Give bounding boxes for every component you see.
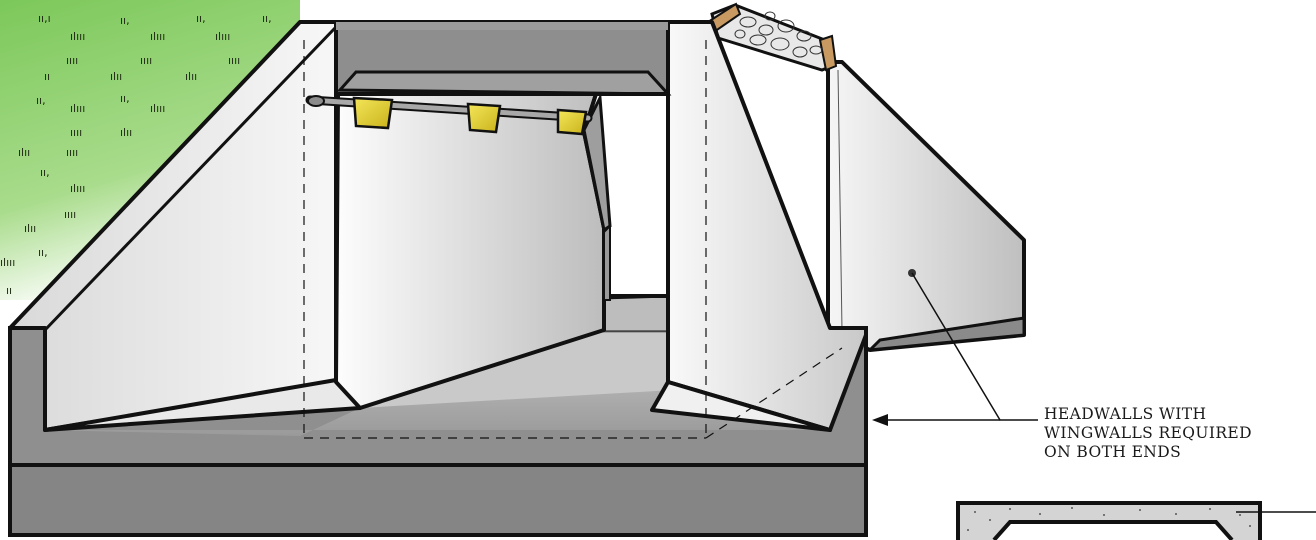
svg-text:ılıı: ılıı bbox=[120, 126, 132, 139]
svg-text:ıı,: ıı, bbox=[36, 94, 46, 107]
svg-text:ılıı: ılıı bbox=[185, 70, 197, 83]
svg-text:ılııı: ılııı bbox=[215, 30, 230, 43]
svg-text:ılııı: ılııı bbox=[70, 102, 85, 115]
svg-text:ılııı: ılııı bbox=[0, 256, 15, 269]
svg-text:ılııı: ılııı bbox=[150, 102, 165, 115]
svg-text:ılıı: ılıı bbox=[18, 146, 30, 159]
svg-text:ıı: ıı bbox=[6, 284, 12, 297]
svg-text:ılıı: ılıı bbox=[110, 70, 122, 83]
headwall-arrow bbox=[872, 414, 1000, 426]
left-wingwall bbox=[8, 20, 362, 432]
svg-text:ıııı: ıııı bbox=[66, 146, 78, 159]
rod-and-brackets bbox=[305, 95, 593, 136]
callout-line-3: ON BOTH ENDS bbox=[1044, 443, 1182, 461]
svg-text:ıı,: ıı, bbox=[120, 92, 130, 105]
svg-text:ıı,: ıı, bbox=[38, 246, 48, 259]
hidden-outline bbox=[303, 40, 843, 439]
culvert-floor bbox=[45, 294, 830, 436]
svg-text:ıı,ı: ıı,ı bbox=[38, 12, 51, 25]
bracket-center bbox=[466, 102, 502, 134]
svg-text:ıııı: ıııı bbox=[228, 54, 240, 67]
svg-text:ıı,: ıı, bbox=[40, 166, 50, 179]
svg-text:ıı,: ıı, bbox=[196, 12, 206, 25]
svg-text:ılııı: ılııı bbox=[70, 30, 85, 43]
svg-text:ıı,: ıı, bbox=[262, 12, 272, 25]
svg-text:ıııı: ıııı bbox=[70, 126, 82, 139]
svg-text:ıııı: ıııı bbox=[66, 54, 78, 67]
right-wingwall bbox=[650, 20, 868, 432]
svg-text:ıı,: ıı, bbox=[120, 14, 130, 27]
svg-text:ıı: ıı bbox=[44, 70, 50, 83]
callout-line-2: WINGWALLS REQUIRED bbox=[1044, 424, 1252, 442]
svg-text:ıııı: ıııı bbox=[140, 54, 152, 67]
headwall-callout: HEADWALLS WITH WINGWALLS REQUIRED ON BOT… bbox=[1044, 405, 1252, 462]
callout-line-1: HEADWALLS WITH bbox=[1044, 405, 1207, 423]
svg-text:ıııı: ıııı bbox=[64, 208, 76, 221]
svg-text:ılııı: ılııı bbox=[70, 182, 85, 195]
far-wingwall bbox=[826, 60, 1026, 352]
svg-text:ılııı: ılııı bbox=[150, 30, 165, 43]
bracket-right bbox=[556, 108, 588, 136]
culvert-barrel bbox=[300, 20, 712, 410]
bracket-left bbox=[352, 96, 394, 130]
inset-section-detail bbox=[956, 501, 1316, 540]
svg-text:ılıı: ılıı bbox=[24, 222, 36, 235]
